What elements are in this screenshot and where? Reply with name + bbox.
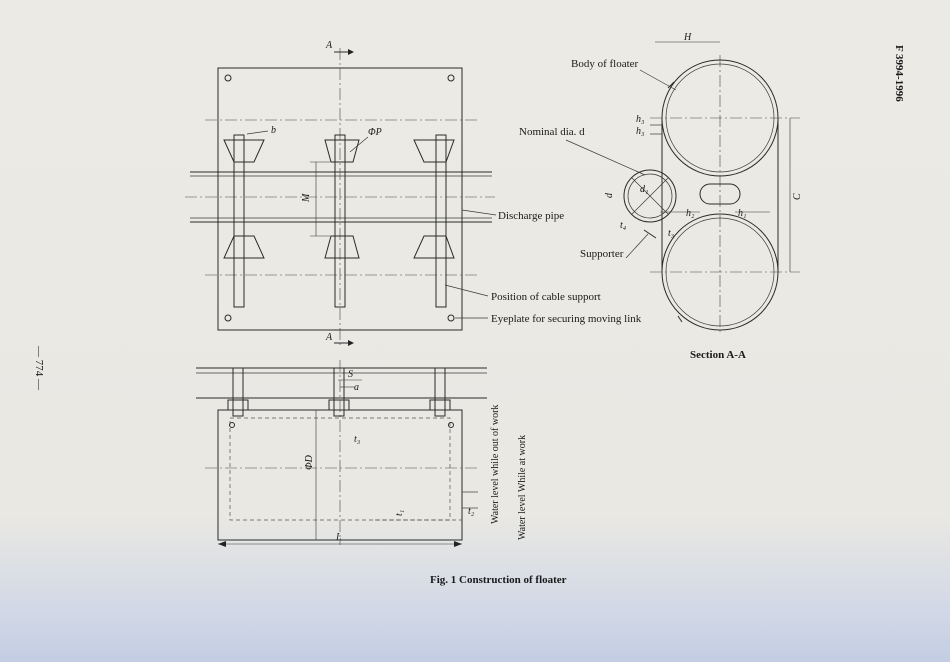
water-level-at: Water level While at work: [517, 435, 528, 540]
dim-h1: h₁: [738, 208, 746, 219]
section-mark-bottom: A: [325, 332, 333, 343]
eyeplate-icon: [224, 74, 232, 82]
dim-phi-p: ΦP: [368, 127, 382, 138]
dim-a: a: [354, 382, 359, 393]
cable-support-right: [413, 134, 455, 308]
elevation-view: [196, 360, 487, 547]
callout-supporter: Supporter: [580, 248, 624, 260]
dim-d: d: [604, 192, 615, 198]
section-mark-top: A: [325, 40, 333, 51]
dim-d1: d₁: [640, 184, 648, 195]
section-a-a: [565, 41, 800, 335]
eyeplate-icon: [224, 314, 232, 322]
dim-t2: t₂: [468, 506, 475, 517]
standard-number: F 3994-1996: [893, 45, 905, 102]
dim-c: C: [792, 193, 803, 200]
dim-h: H: [683, 32, 692, 43]
eyeplate-icon: [229, 422, 235, 428]
cable-support-center: [324, 134, 360, 308]
eyeplate-icon: [448, 422, 454, 428]
dim-h2: h₂: [686, 208, 695, 219]
dim-b: b: [271, 125, 276, 136]
dim-h3-a: h₃: [636, 114, 645, 125]
plan-view: [185, 48, 497, 346]
cable-slot: [699, 183, 741, 205]
water-level-out: Water level while out of work: [490, 405, 501, 524]
figure-caption: Fig. 1 Construction of floater: [430, 574, 567, 586]
page-number: — 774 —: [33, 345, 45, 391]
dim-t1: t₁: [394, 510, 405, 516]
text-layer: A A b ΦP M S a ΦD t₃ t₁ t₂ L H h₃ h₃ d d…: [33, 32, 905, 586]
callout-eyeplate: Eyeplate for securing moving link: [491, 313, 642, 325]
dim-h3-b: h₃: [636, 126, 645, 137]
dim-t3-elev: t₃: [354, 434, 361, 445]
discharge-pipe-section: [623, 169, 677, 223]
eyeplate-icon: [447, 74, 455, 82]
callout-body-of-floater: Body of floater: [571, 58, 639, 70]
eyeplate-icon: [447, 314, 455, 322]
dim-t3-sec: t₃: [668, 228, 675, 239]
dim-phi-d: ΦD: [304, 454, 315, 470]
dim-l: L: [335, 532, 342, 543]
callout-discharge-pipe: Discharge pipe: [498, 210, 564, 222]
callout-cable-support: Position of cable support: [491, 291, 601, 303]
dim-m: M: [301, 193, 312, 203]
cable-support-left: [223, 134, 265, 308]
callout-nominal-dia: Nominal dia. d: [519, 126, 585, 138]
dim-s: S: [348, 369, 353, 380]
section-title: Section A-A: [690, 349, 746, 361]
dim-t4: t₄: [620, 220, 627, 231]
